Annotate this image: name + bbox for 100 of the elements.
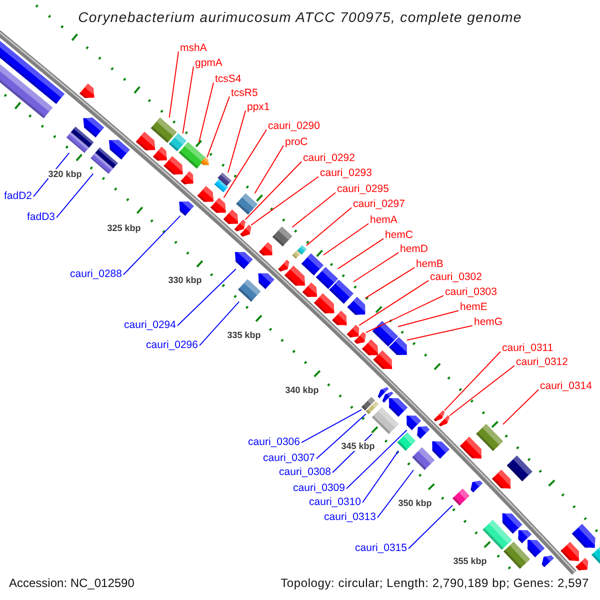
gene-label: cauri_0309 bbox=[293, 482, 345, 494]
gene-label: cauri_0292 bbox=[303, 152, 355, 164]
leader-line bbox=[362, 450, 399, 504]
leader-line bbox=[358, 280, 429, 326]
leader-line bbox=[198, 82, 214, 143]
gene-feature bbox=[234, 220, 246, 232]
gene-feature bbox=[329, 280, 354, 304]
gene-label: cauri_0302 bbox=[430, 271, 482, 283]
gene-feature bbox=[528, 540, 545, 558]
gene-label: cauri_0315 bbox=[355, 542, 407, 554]
scale-label: 325 kbp bbox=[107, 223, 141, 233]
gene-label: cauri_0295 bbox=[337, 183, 389, 195]
leader-line bbox=[177, 268, 236, 326]
gene-feature bbox=[362, 340, 378, 356]
gene-label: fadD2 bbox=[4, 190, 32, 202]
leader-line bbox=[444, 351, 501, 411]
gene-feature bbox=[301, 254, 324, 276]
gene-feature bbox=[164, 156, 183, 174]
gene-feature bbox=[460, 436, 482, 459]
scale-label: 335 kbp bbox=[227, 330, 261, 340]
gene-feature bbox=[297, 245, 306, 254]
gene-feature bbox=[560, 542, 579, 562]
gene-label: proC bbox=[285, 136, 308, 148]
scale-label: 330 kbp bbox=[168, 275, 202, 285]
gene-label: hemG bbox=[474, 316, 503, 328]
leader-line bbox=[223, 129, 267, 198]
gene-label: cauri_0306 bbox=[248, 436, 300, 448]
gene-feature bbox=[452, 488, 470, 506]
leader-line bbox=[502, 389, 539, 425]
gene-label: mshA bbox=[180, 42, 207, 54]
gene-feature bbox=[278, 260, 290, 272]
gene-label: tcsR5 bbox=[231, 87, 258, 99]
gene-feature bbox=[272, 226, 292, 246]
gene-label: cauri_0288 bbox=[70, 268, 122, 280]
gene-feature bbox=[210, 198, 226, 213]
leader-line bbox=[206, 96, 230, 158]
gene-feature bbox=[397, 432, 416, 451]
gene-label: hemB bbox=[416, 258, 444, 270]
scale-label: 320 kbp bbox=[48, 169, 82, 179]
gene-label: cauri_0307 bbox=[263, 452, 315, 464]
gene-label: ppx1 bbox=[247, 101, 270, 113]
gene-feature bbox=[0, 41, 64, 104]
leader-line bbox=[123, 215, 181, 276]
leader-line bbox=[250, 176, 319, 226]
gene-feature bbox=[83, 118, 104, 138]
gene-label: cauri_0310 bbox=[309, 496, 361, 508]
gene-label: cauri_0311 bbox=[502, 342, 554, 354]
gene-label: cauri_0293 bbox=[320, 167, 372, 179]
leader-line bbox=[301, 409, 362, 444]
gene-feature bbox=[506, 456, 532, 482]
gene-feature bbox=[66, 132, 90, 153]
gene-feature bbox=[302, 282, 317, 297]
gene-label: cauri_0296 bbox=[146, 339, 198, 351]
gene-feature bbox=[542, 556, 554, 568]
gene-feature bbox=[284, 266, 305, 286]
gene-label: cauri_0294 bbox=[124, 319, 176, 331]
gene-feature bbox=[200, 157, 209, 166]
gene-feature bbox=[572, 524, 596, 548]
gene-feature bbox=[476, 424, 503, 451]
gene-feature bbox=[434, 410, 445, 422]
gene-label: tcsS4 bbox=[215, 73, 242, 85]
leader-line bbox=[398, 310, 459, 328]
gene-feature bbox=[576, 558, 588, 570]
gene-feature bbox=[238, 279, 261, 302]
leader-line bbox=[408, 504, 453, 550]
gene-feature bbox=[389, 337, 407, 355]
gene-feature bbox=[223, 210, 238, 224]
leader-line bbox=[364, 267, 415, 299]
gene-feature bbox=[438, 415, 450, 426]
leader-line bbox=[228, 110, 246, 174]
gene-feature bbox=[332, 310, 347, 326]
gene-feature bbox=[372, 321, 398, 346]
gene-feature bbox=[388, 398, 408, 417]
gene-feature bbox=[258, 273, 274, 289]
gene-label: hemD bbox=[400, 243, 428, 255]
gene-label: cauri_0313 bbox=[324, 511, 376, 523]
leader-line bbox=[323, 223, 369, 256]
leader-line bbox=[244, 161, 302, 220]
leader-line bbox=[337, 238, 384, 270]
scale-label: 350 kbp bbox=[398, 498, 432, 508]
gene-feature bbox=[234, 252, 253, 269]
gene-feature bbox=[80, 84, 94, 98]
gene-feature bbox=[178, 142, 206, 169]
leader-line bbox=[292, 192, 336, 228]
gene-feature bbox=[412, 447, 435, 470]
gene-feature bbox=[90, 152, 114, 174]
gene-feature bbox=[406, 416, 421, 430]
gene-feature bbox=[259, 242, 272, 256]
leader-line bbox=[254, 145, 284, 194]
gene-feature bbox=[492, 470, 511, 489]
leader-line bbox=[449, 365, 515, 416]
leader-line bbox=[377, 470, 414, 518]
gene-feature bbox=[354, 332, 366, 344]
gene-feature bbox=[432, 441, 450, 459]
scale-label: 355 kbp bbox=[453, 556, 487, 566]
gene-label: cauri_0297 bbox=[353, 198, 405, 210]
leader-line bbox=[306, 207, 352, 246]
gene-label: hemC bbox=[385, 229, 414, 241]
gene-feature bbox=[236, 193, 258, 215]
leader-line bbox=[56, 173, 94, 218]
